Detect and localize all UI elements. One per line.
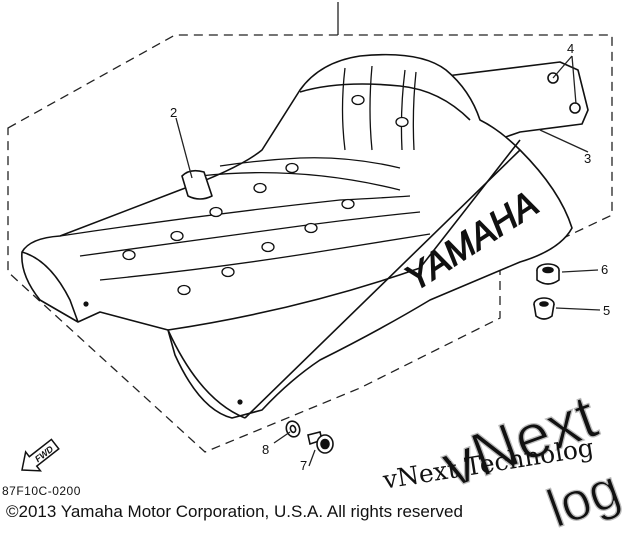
bracket-hole-2 [569,102,581,114]
callout-leaders [175,55,601,467]
assembly-boundary [7,34,613,453]
seat-seams [59,65,431,281]
nut [533,297,555,320]
grommet [536,263,560,285]
callout-2: 2 [170,105,177,120]
callout-7: 7 [300,458,307,473]
tuft-buttons [122,94,409,296]
callout-8: 8 [262,442,269,457]
seat-body [21,53,573,419]
callout-3: 3 [584,151,591,166]
watermark-outline-text-2: log [540,458,625,528]
callout-4: 4 [567,41,574,56]
washer [285,420,301,438]
seat-side-panel [167,139,521,331]
fwd-arrow-icon: FWD [21,438,60,472]
callout-6: 6 [601,262,608,277]
copyright-notice: ©2013 Yamaha Motor Corporation, U.S.A. A… [6,502,463,521]
diagram-code: 87F10C-0200 [2,484,81,498]
seat-assembly [21,53,589,419]
bolt [307,431,334,454]
callout-labels: 2 4 3 6 5 8 7 [170,41,610,473]
callout-5: 5 [603,303,610,318]
seat-strap [181,169,213,200]
